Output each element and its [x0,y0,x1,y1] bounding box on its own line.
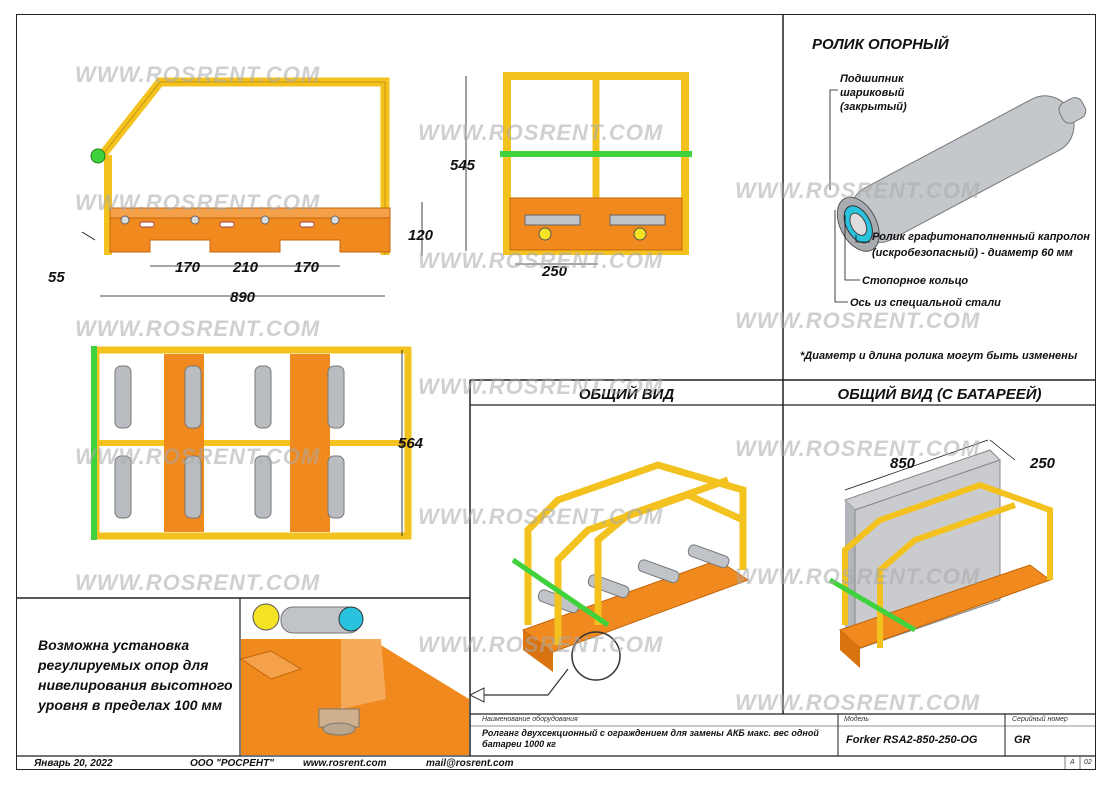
note-box: Возможна установка регулируемых опор для… [38,635,233,715]
footer-mail-link[interactable]: mail@rosrent.com [426,758,514,769]
dim-55: 55 [48,269,65,286]
tb-sheet-number: 02 [1084,759,1092,766]
tb-name-label: Наименование оборудования [482,716,578,723]
detail-arrow [468,668,569,703]
dim-170-right: 170 [294,259,320,276]
roller-material-2: (искробезопасный) - диаметр 60 мм [872,247,1073,259]
roller-title: РОЛИК ОПОРНЫЙ [812,36,949,53]
battery-dim-850: 850 [890,455,916,472]
battery-dim-250: 250 [1029,455,1056,472]
roller-drawing: Подшипник шариковый (закрытый) Ролик гра… [829,73,1090,309]
drawing-sheet [16,14,1096,770]
dim-170-left: 170 [175,259,201,276]
tb-model-value: Forker RSA2-850-250-OG [846,734,978,746]
general-view-battery-title: ОБЩИЙ ВИД (С БАТАРЕЕЙ) [837,386,1042,403]
note-line-3: нивелирования высотного [38,677,233,693]
tb-serial-label: Серийный номер [1012,716,1068,723]
roller-axis: Ось из специальной стали [850,297,1001,309]
general-view-title: ОБЩИЙ ВИД [578,386,675,403]
dim-545: 545 [450,157,476,174]
top-view-drawing: 564 [91,346,424,540]
foot-detail-drawing [239,603,469,755]
side-view-drawing: 170 210 170 890 55 120 [48,77,434,306]
dim-890: 890 [230,289,256,306]
dim-564: 564 [398,435,424,452]
dim-120: 120 [408,227,434,244]
tb-serial-value: GR [1014,734,1031,746]
roller-ring: Стопорное кольцо [862,275,968,287]
isometric-view-drawing [511,461,750,681]
roller-note: *Диаметр и длина ролика могут быть измен… [800,350,1078,362]
footer-site-link[interactable]: www.rosrent.com [303,758,387,769]
note-line-4: уровня в пределах 100 мм [38,697,223,713]
battery-view-drawing: 850 250 [828,439,1056,668]
tb-model-label: Модель [844,716,869,723]
footer-date: Январь 20, 2022 [34,758,113,769]
tb-name-line-1: Ролганг двухсекционный с ограждением для… [482,728,819,738]
footer-company: ООО "РОСРЕНТ" [190,758,274,769]
tb-name-line-2: батареи 1000 кг [482,739,556,749]
tb-name-value: Ролганг двухсекционный с ограждением для… [482,728,819,750]
roller-bearing-1: Подшипник [840,73,905,85]
roller-bearing-3: (закрытый) [840,101,907,113]
note-line-1: Возможна установка [38,637,190,653]
front-view-drawing: 545 250 [450,72,692,280]
note-line-2: регулируемых опор для [38,657,209,673]
roller-bearing-2: шариковый [840,87,905,99]
roller-material-1: Ролик графитонаполненный капролон [872,231,1090,243]
dim-210: 210 [232,259,259,276]
dim-250: 250 [541,263,568,280]
tb-sheet-a: A [1070,759,1075,766]
